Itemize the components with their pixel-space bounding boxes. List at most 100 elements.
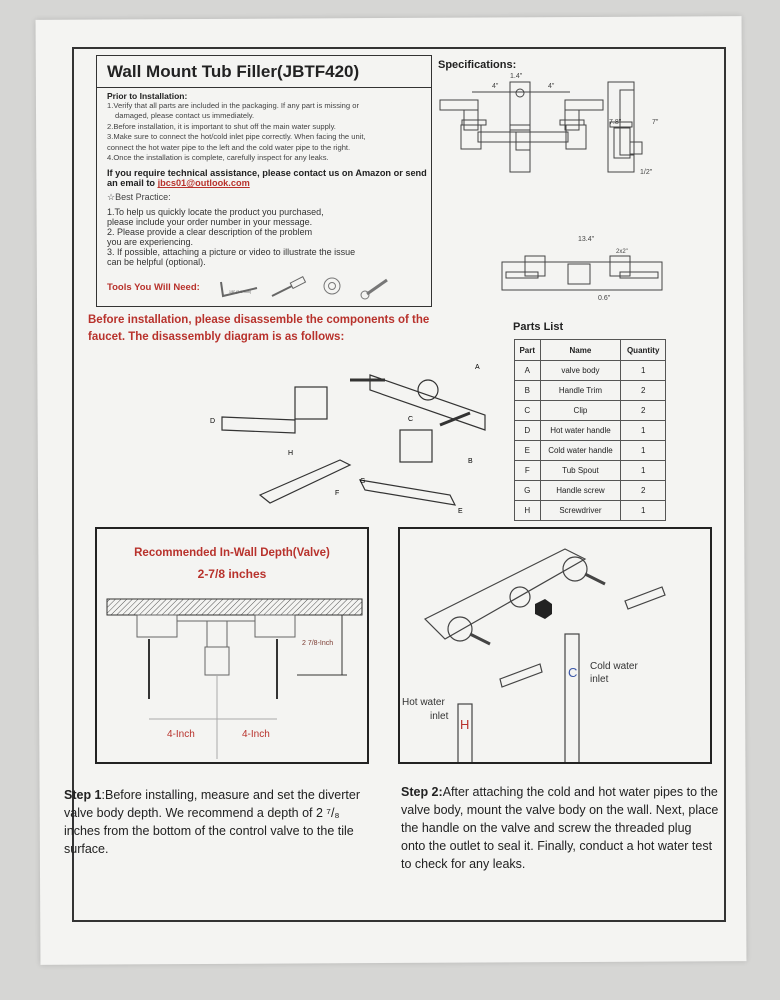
part-quantity: 2 — [620, 480, 666, 501]
label-b: B — [468, 458, 473, 465]
best-practice-item: 3. If possible, attaching a picture or v… — [107, 247, 356, 258]
step-1: Step 1:Before installing, measure and se… — [64, 786, 364, 858]
spec-overall-width: 13.4" — [578, 236, 595, 243]
prior-item: damaged, please contact us immediately. — [115, 111, 255, 121]
column-header: Part — [514, 339, 541, 361]
disassembly-instructions: Before installation, please disassemble … — [88, 312, 429, 346]
disassembly-diagram: A B C D E F G H — [210, 364, 486, 515]
part-name: Handle screw — [539, 480, 622, 501]
label-e: E — [458, 508, 463, 515]
label-f: F — [335, 490, 339, 497]
spec-right-spacing: 4" — [548, 83, 555, 90]
best-practice-item: can be helpful (optional). — [107, 257, 206, 268]
tools-label: Tools You Will Need: — [107, 282, 200, 293]
part-quantity: 1 — [620, 460, 666, 481]
part-quantity: 1 — [620, 420, 666, 441]
depth-diagram: 2 7/8-Inch 4-Inch 4-Inch — [106, 598, 363, 759]
prior-item: 4.Once the installation is complete, car… — [107, 153, 329, 163]
part-name: Screwdriver — [539, 500, 622, 521]
part-name: Handle Trim — [539, 380, 622, 401]
support-email-link[interactable]: jbcs01@outlook.com — [157, 178, 250, 189]
part-name: valve body — [539, 360, 622, 381]
step-2-text: After attaching the cold and hot water p… — [401, 785, 719, 871]
best-practice-item: 2. Please provide a clear description of… — [107, 227, 313, 238]
disassembly-line: Before installation, please disassemble … — [88, 314, 430, 326]
part-letter: C — [514, 400, 541, 421]
screwdriver-icon — [271, 276, 307, 297]
part-letter: H — [514, 500, 541, 521]
label-d: D — [210, 418, 215, 425]
part-name: Cold water handle — [539, 440, 622, 461]
mounting-box: C Cold water inlet H Hot water inlet — [398, 527, 712, 764]
step-1-text: :Before installing, measure and set the … — [64, 788, 360, 856]
cold-letter: C — [568, 665, 577, 680]
part-quantity: 2 — [620, 380, 666, 401]
part-letter: D — [514, 420, 541, 441]
spec-left-spacing: 4" — [492, 83, 499, 90]
best-practice-item: 1.To help us quickly locate the product … — [107, 207, 324, 218]
right-spacing-label: 4-Inch — [242, 729, 270, 740]
specifications-heading: Specifications: — [438, 59, 517, 71]
prior-item: connect the hot water pipe to the left a… — [107, 142, 351, 152]
label-c: C — [408, 416, 413, 423]
left-spacing-label: 4-Inch — [167, 729, 195, 740]
best-practice-heading: ☆Best Practice: — [107, 192, 171, 203]
step-2: Step 2:After attaching the cold and hot … — [401, 783, 719, 873]
best-practice-item: you are experiencing. — [107, 237, 194, 248]
spec-trim-size: 2x2" — [616, 249, 628, 255]
assistance-text: If you require technical assistance, ple… — [107, 168, 427, 189]
prior-item: 3.Make sure to connect the hot/cold inle… — [107, 132, 366, 142]
spec-spout-width: 1.4" — [510, 73, 523, 80]
part-name: Clip — [539, 400, 622, 421]
part-quantity: 2 — [620, 400, 666, 421]
hot-letter: H — [460, 717, 469, 732]
wrench-icon — [360, 278, 388, 300]
depth-title: Recommended In-Wall Depth(Valve) — [134, 547, 330, 559]
part-letter: E — [514, 440, 541, 461]
best-practice-item: please include your order number in your… — [107, 217, 313, 228]
tape-icon — [323, 277, 341, 295]
prior-item: 2.Before installation, it is important t… — [107, 121, 336, 131]
spec-inlet: 1/2" — [640, 169, 653, 176]
cold-water-label: inlet — [590, 674, 609, 685]
disassembly-line: faucet. The disassembly diagram is as fo… — [88, 331, 345, 343]
depth-value: 2-7/8 inches — [197, 567, 267, 581]
cold-water-label: Cold water — [590, 661, 638, 672]
prior-to-installation: Prior to Installation: 1.Verify that all… — [107, 91, 427, 267]
installation-info-box: Wall Mount Tub Filler(JBTF420) Prior to … — [96, 55, 432, 307]
hot-water-label: Hot water — [402, 697, 445, 708]
page-title: Wall Mount Tub Filler(JBTF420) — [97, 56, 431, 88]
part-quantity: 1 — [620, 440, 666, 461]
part-quantity: 1 — [620, 360, 666, 381]
part-letter: G — [514, 480, 541, 501]
parts-list-heading: Parts List — [513, 321, 564, 333]
in-wall-depth-box: Recommended In-Wall Depth(Valve) 2-7/8 i… — [95, 527, 369, 764]
specifications-diagram: 1.4" 4" 4" 7.8" 7" 1/2" 13.4" 2x2" 0.6" — [439, 73, 663, 302]
part-name: Tub Spout — [539, 460, 622, 481]
part-name: Hot water handle — [539, 420, 622, 441]
part-letter: A — [514, 360, 541, 381]
column-header: Quantity — [620, 339, 666, 361]
prior-item: 1.Verify that all parts are included in … — [107, 101, 359, 110]
spec-height-total: 7.8" — [609, 119, 622, 126]
mounting-diagram: C Cold water inlet H Hot water inlet — [402, 548, 666, 762]
column-header: Name — [539, 339, 622, 361]
depth-dimension-label: 2 7/8-Inch — [302, 640, 333, 647]
label-g: G — [360, 478, 365, 485]
hot-water-label: inlet — [430, 711, 449, 722]
part-letter: F — [514, 460, 541, 481]
part-letter: B — [514, 380, 541, 401]
part-quantity: 1 — [620, 500, 666, 521]
tools-icons: 1/8" (3.17mm) — [220, 276, 388, 300]
step-1-label: Step 1 — [64, 788, 102, 802]
hex-key-size: 1/8" (3.17mm) — [229, 290, 251, 294]
spec-height-spout: 7" — [652, 119, 659, 126]
